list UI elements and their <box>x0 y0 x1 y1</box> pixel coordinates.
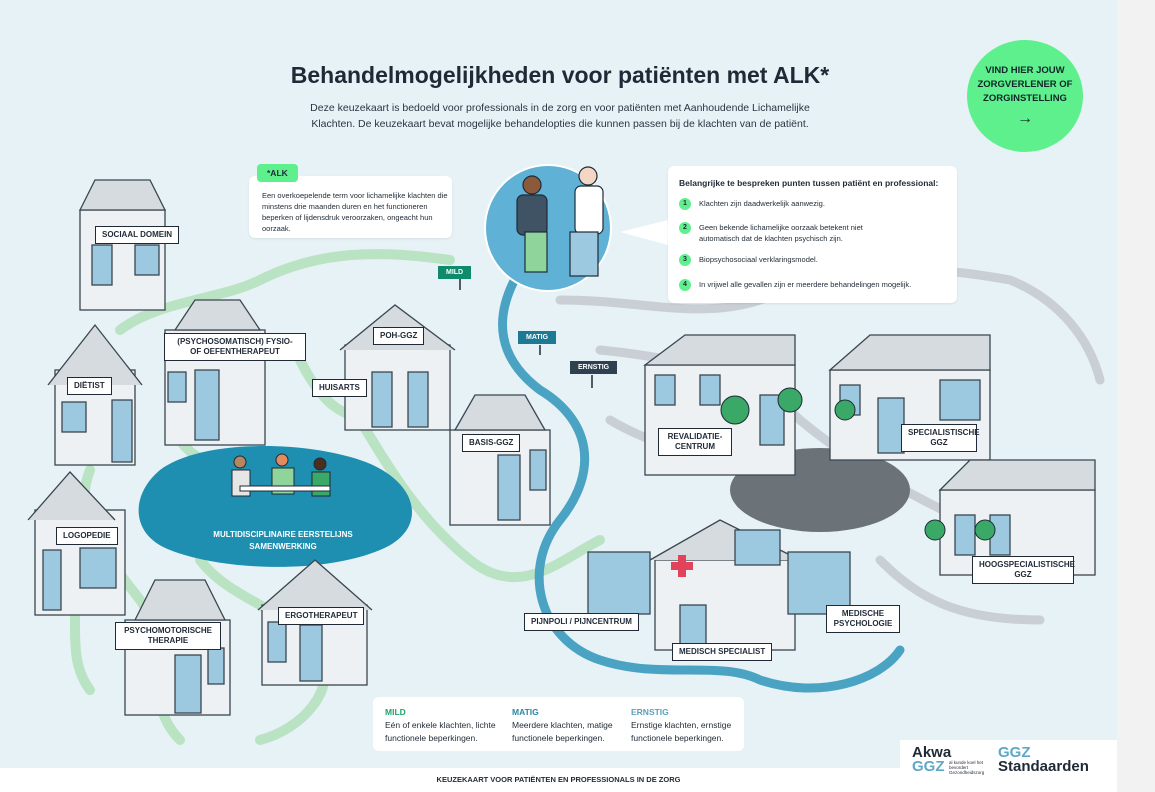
find-care-provider-button[interactable]: VIND HIER JOUW ZORGVERLENER OF ZORGINSTE… <box>967 40 1083 152</box>
sign-matig: MATIG <box>518 331 557 344</box>
discussion-point-text: Biopsychosociaal verklaringsmodel. <box>699 255 818 264</box>
house-poh-ggz <box>339 304 456 431</box>
label-pijnpoli: PIJNPOLI / PIJNCENTRUM <box>524 613 639 631</box>
number-badge: 1 <box>679 198 691 210</box>
label-hoogspecialistische-ggz: HOOGSPECIALISTISCHE GGZ <box>972 556 1075 584</box>
trees <box>720 387 996 541</box>
legend-matig-text: Meerdere klachten, matige functionele be… <box>512 720 613 743</box>
discussion-point-text: Klachten zijn daadwerkelijk aanwezig. <box>699 199 825 208</box>
discussion-points-card <box>668 166 957 303</box>
label-sociaal-domein: SOCIAAL DOMEIN <box>95 226 180 244</box>
discussion-points-title: Belangrijke te bespreken punten tussen p… <box>679 178 939 188</box>
akwa-logo-line1: Akwa <box>912 744 952 761</box>
alk-tag: *ALK <box>257 164 298 182</box>
label-basis-ggz: BASIS-GGZ <box>462 434 521 452</box>
legend-mild-text: Eén of enkele klachten, lichte functione… <box>385 720 496 743</box>
akwa-ggz-logo[interactable]: Akwa GGZ <box>912 744 952 775</box>
illustration-scene <box>27 164 1105 745</box>
label-psychomotorische: PSYCHOMOTORISCHE THERAPIE <box>115 622 221 650</box>
legend-matig: MATIG Meerdere klachten, matige function… <box>512 706 632 745</box>
ggz-standaarden-line2: Standaarden <box>998 758 1089 775</box>
path-matig <box>498 265 905 693</box>
akwa-logo-line2: GGZ <box>912 758 945 775</box>
label-ergotherapeut: ERGOTHERAPEUT <box>278 607 365 625</box>
house-dietist <box>47 323 143 466</box>
number-badge: 2 <box>679 222 691 234</box>
label-huisarts: HUISARTS <box>312 379 367 397</box>
page-title: Behandelmogelijkheden voor patiënten met… <box>290 62 830 88</box>
legend-mild: MILD Eén of enkele klachten, lichte func… <box>385 706 505 745</box>
discussion-point-4: 4 In vrijwel alle gevallen zijn er meerd… <box>679 279 944 291</box>
pond-multidisciplinair <box>138 446 413 567</box>
arrow-right-icon: → <box>1017 110 1033 127</box>
label-multidisciplinair: MULTIDISCIPLINAIRE EERSTELIJNS SAMENWERK… <box>213 530 353 551</box>
sign-ernstig: ERNSTIG <box>570 361 618 374</box>
label-medische-psychologie: MEDISCHE PSYCHOLOGIE <box>826 605 900 633</box>
house-basis-ggz <box>449 394 551 526</box>
pond-people <box>231 453 331 497</box>
legend-ernstig: ERNSTIG Ernstige klachten, ernstige func… <box>631 706 736 745</box>
ggz-standaarden-line1: GGZ <box>998 744 1031 761</box>
building-medisch-specialist <box>587 519 851 651</box>
logo-area <box>900 740 1117 780</box>
legend-mild-heading: MILD <box>385 707 406 717</box>
legend-ernstig-heading: ERNSTIG <box>631 707 669 717</box>
akwa-tagline: al kunde koel het bevordert Gezondheidsz… <box>949 760 985 775</box>
house-sociaal-domein <box>78 179 167 311</box>
footer-text: KEUZEKAART VOOR PATIËNTEN EN PROFESSIONA… <box>436 775 681 784</box>
house-psychomotorische <box>124 579 231 716</box>
number-badge: 4 <box>679 279 691 291</box>
severity-legend <box>373 697 744 751</box>
label-logopedie: LOGOPEDIE <box>56 527 118 545</box>
sign-mild: MILD <box>438 266 472 279</box>
find-care-provider-label: VIND HIER JOUW ZORGVERLENER OF ZORGINSTE… <box>977 65 1073 104</box>
legend-ernstig-text: Ernstige klachten, ernstige functionele … <box>631 720 732 743</box>
label-poh-ggz: POH-GGZ <box>373 327 425 345</box>
discussion-point-text: Geen bekende lichamelijke oorzaak beteke… <box>699 223 863 243</box>
house-fysio <box>164 299 266 446</box>
ggz-standaarden-logo[interactable]: GGZ Standaarden <box>998 744 1089 775</box>
scrollbar-track[interactable] <box>1117 0 1155 792</box>
label-specialistische-ggz: SPECIALISTISCHE GGZ <box>901 424 980 452</box>
label-fysio: (PSYCHOSOMATISCH) FYSIO- OF OEFENTHERAPE… <box>164 333 306 361</box>
discussion-point-2: 2 Geen bekende lichamelijke oorzaak bete… <box>679 222 879 244</box>
intro-text: Deze keuzekaart is bedoeld voor professi… <box>310 102 810 130</box>
discussion-point-3: 3 Biopsychosociaal verklaringsmodel. <box>679 254 944 266</box>
alk-definition-card <box>249 176 452 238</box>
legend-matig-heading: MATIG <box>512 707 539 717</box>
consultation-people <box>516 166 604 277</box>
discussion-point-1: 1 Klachten zijn daadwerkelijk aanwezig. <box>679 198 944 210</box>
discussion-point-text: In vrijwel alle gevallen zijn er meerder… <box>699 280 912 289</box>
label-medisch-specialist: MEDISCH SPECIALIST <box>672 643 773 661</box>
building-revalidatie <box>643 334 796 476</box>
sign-posts <box>459 278 593 388</box>
alk-definition-text: Een overkoepelende term voor lichamelijk… <box>262 191 448 233</box>
label-dietist: DIËTIST <box>67 377 112 395</box>
label-revalidatie: REVALIDATIE-CENTRUM <box>658 428 732 456</box>
building-specialistische-ggz <box>828 334 991 461</box>
number-badge: 3 <box>679 254 691 266</box>
